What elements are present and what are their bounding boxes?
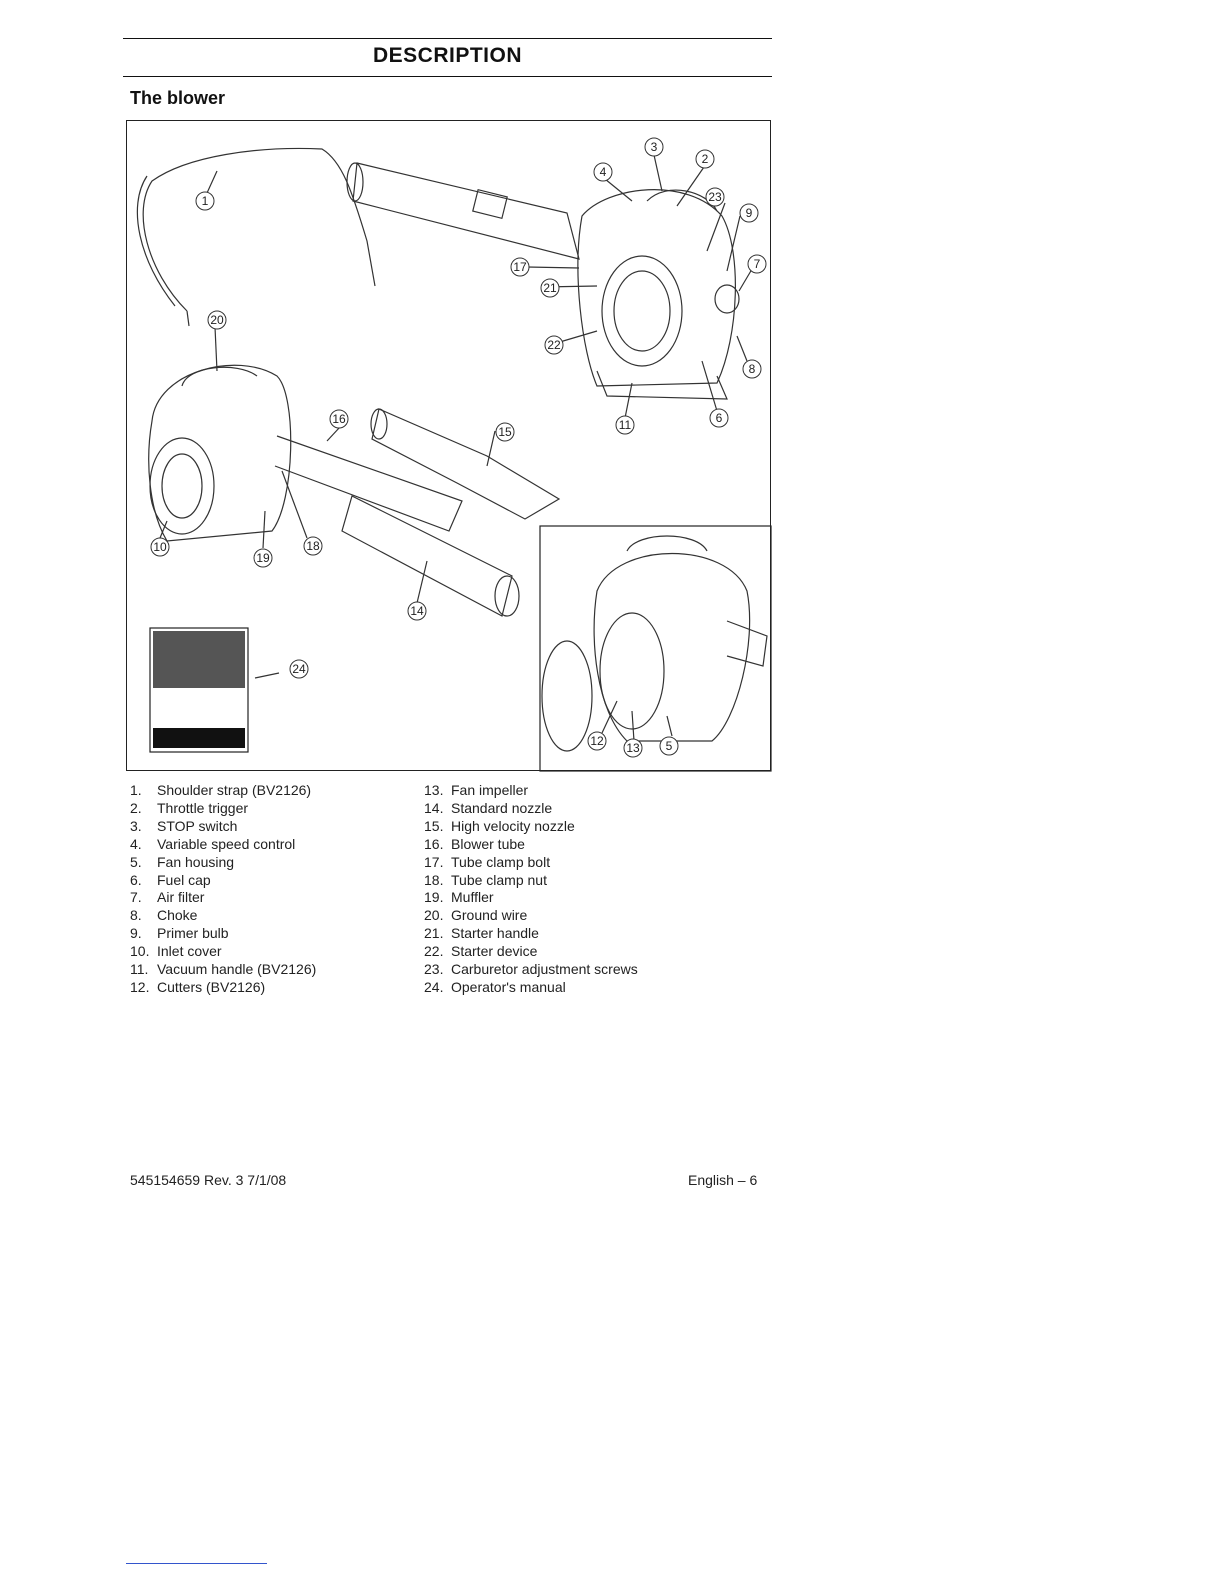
legend-item: 11.Vacuum handle (BV2126) <box>130 961 317 978</box>
legend-item: 4.Variable speed control <box>130 835 296 852</box>
svg-text:2: 2 <box>702 152 709 166</box>
standard-nozzle-drawing <box>341 495 513 617</box>
header-rule-top <box>123 38 772 39</box>
legend-item: 5.Fan housing <box>130 853 235 870</box>
legend-item: 21.Starter handle <box>424 925 539 942</box>
callout-22: 22 <box>544 335 564 355</box>
callout-14: 14 <box>407 601 427 621</box>
svg-text:21: 21 <box>543 281 557 295</box>
callout-4: 4 <box>593 162 613 182</box>
legend-item: 23.Carburetor adjustment screws <box>424 961 638 978</box>
legend-item: 7.Air filter <box>130 889 205 906</box>
legend-item: 6.Fuel cap <box>130 871 211 888</box>
blower-tube-top-drawing <box>352 162 580 260</box>
svg-text:12: 12 <box>590 734 604 748</box>
svg-text:22: 22 <box>547 338 561 352</box>
svg-text:15: 15 <box>498 425 512 439</box>
section-title: The blower <box>130 88 226 108</box>
callout-10: 10 <box>150 537 170 557</box>
svg-text:20: 20 <box>210 313 224 327</box>
legend-item: 14.Standard nozzle <box>424 799 553 816</box>
legend-item: 1.Shoulder strap (BV2126) <box>130 782 312 798</box>
svg-text:24: 24 <box>292 662 306 676</box>
header-rule-bottom <box>123 76 772 77</box>
legend-item: 13.Fan impeller <box>424 782 529 798</box>
footer-link-rule <box>126 1563 267 1564</box>
legend-item: 10.Inlet cover <box>130 943 222 960</box>
legend-item: 12.Cutters (BV2126) <box>130 978 266 995</box>
svg-text:10: 10 <box>153 540 167 554</box>
legend-item: 24.Operator's manual <box>424 978 566 995</box>
callout-12: 12 <box>587 731 607 751</box>
svg-text:19: 19 <box>256 551 270 565</box>
callout-1: 1 <box>195 191 215 211</box>
callout-7: 7 <box>747 254 767 274</box>
callout-15: 15 <box>495 422 515 442</box>
callout-21: 21 <box>540 278 560 298</box>
parts-legend-column-1: 1.Shoulder strap (BV2126) 2.Throttle tri… <box>130 782 316 997</box>
legend-item: 17.Tube clamp bolt <box>424 853 551 870</box>
svg-text:1: 1 <box>202 194 209 208</box>
svg-text:23: 23 <box>708 190 722 204</box>
svg-text:18: 18 <box>306 539 320 553</box>
callout-18: 18 <box>303 536 323 556</box>
callout-5: 5 <box>659 736 679 756</box>
callout-20: 20 <box>207 310 227 330</box>
legend-item: 16.Blower tube <box>424 835 525 852</box>
callout-3: 3 <box>644 137 664 157</box>
svg-text:11: 11 <box>619 418 632 432</box>
svg-text:6: 6 <box>716 411 723 425</box>
callout-17: 17 <box>510 257 530 277</box>
svg-text:4: 4 <box>600 165 607 179</box>
svg-text:17: 17 <box>513 260 527 274</box>
callout-16: 16 <box>329 409 349 429</box>
svg-text:14: 14 <box>410 604 424 618</box>
callout-24: 24 <box>289 659 309 679</box>
page-title: DESCRIPTION <box>372 44 522 67</box>
legend-item: 20.Ground wire <box>424 907 528 924</box>
callout-11: 11 <box>615 415 635 435</box>
callout-23: 23 <box>705 187 725 207</box>
document-reference: 545154659 Rev. 3 7/1/08 <box>130 1172 287 1188</box>
callout-6: 6 <box>709 408 729 428</box>
page-number: English – 6 <box>688 1172 758 1188</box>
svg-text:16: 16 <box>332 412 346 426</box>
legend-item: 19.Muffler <box>424 889 494 906</box>
svg-text:7: 7 <box>754 257 761 271</box>
high-velocity-nozzle-drawing <box>371 408 561 520</box>
legend-item: 2.Throttle trigger <box>130 799 249 816</box>
svg-text:13: 13 <box>626 741 640 755</box>
callout-2: 2 <box>695 149 715 169</box>
blower-unit-left-drawing <box>148 364 292 542</box>
legend-item: 9.Primer bulb <box>130 925 229 942</box>
blower-unit-right-drawing <box>577 189 736 387</box>
shoulder-strap-drawing <box>142 147 376 312</box>
operators-manual-drawing <box>149 627 249 753</box>
svg-text:9: 9 <box>746 206 753 220</box>
svg-text:5: 5 <box>666 739 673 753</box>
callout-9: 9 <box>739 203 759 223</box>
callout-13: 13 <box>623 738 643 758</box>
legend-item: 8.Choke <box>130 907 198 924</box>
callout-8: 8 <box>742 359 762 379</box>
legend-item: 22.Starter device <box>424 943 538 960</box>
parts-legend-column-2: 13.Fan impeller 14.Standard nozzle 15.Hi… <box>424 782 638 997</box>
legend-item: 3.STOP switch <box>130 817 238 834</box>
legend-item: 18.Tube clamp nut <box>424 871 547 888</box>
callout-19: 19 <box>253 548 273 568</box>
svg-text:3: 3 <box>651 140 658 154</box>
inset-frame <box>539 525 772 772</box>
legend-item: 15.High velocity nozzle <box>424 817 575 834</box>
svg-text:8: 8 <box>749 362 756 376</box>
